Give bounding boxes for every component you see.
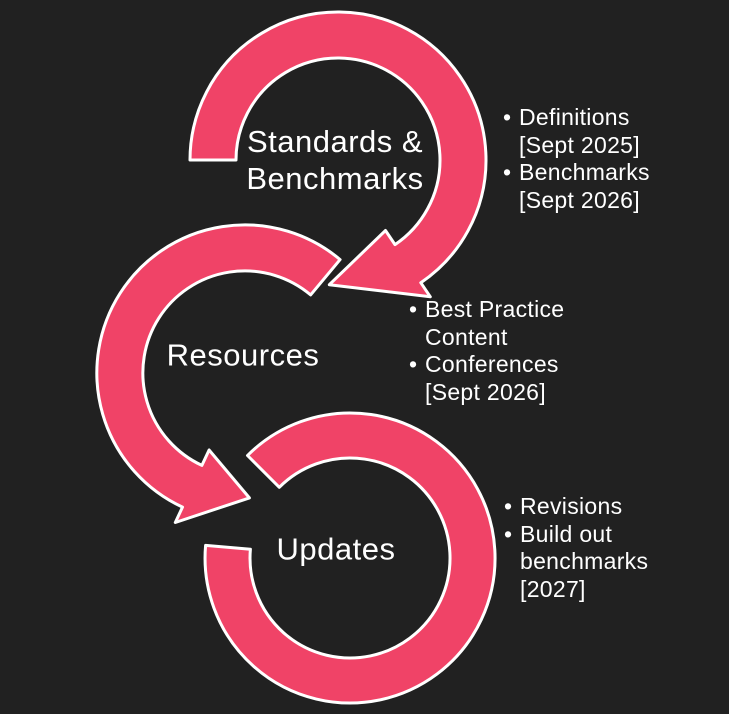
stage-label-updates: Updates (276, 531, 396, 567)
bullet-item: Conferences [Sept 2026] (409, 351, 564, 406)
bullet-item: Benchmarks [Sept 2026] (503, 159, 650, 214)
bullet-list-updates: Revisions Build out benchmarks [2027] (504, 493, 648, 604)
cycle-arrow-resources-icon (95, 223, 342, 524)
stage-label-resources: Resources (166, 337, 320, 373)
bullet-item: Best Practice Content (409, 296, 564, 351)
cycle-ring-updates-icon (203, 411, 497, 705)
bullet-list-resources: Best Practice Content Conferences [Sept … (409, 296, 564, 406)
bullet-item: Definitions [Sept 2025] (503, 104, 650, 159)
bullet-list-standards: Definitions [Sept 2025] Benchmarks [Sept… (503, 104, 650, 214)
bullet-item: Build out benchmarks [2027] (504, 521, 648, 604)
cycle-arrow-standards-icon (188, 10, 488, 299)
bullet-item: Revisions (504, 493, 648, 521)
stage-label-standards-benchmarks: Standards & Benchmarks (246, 124, 424, 196)
